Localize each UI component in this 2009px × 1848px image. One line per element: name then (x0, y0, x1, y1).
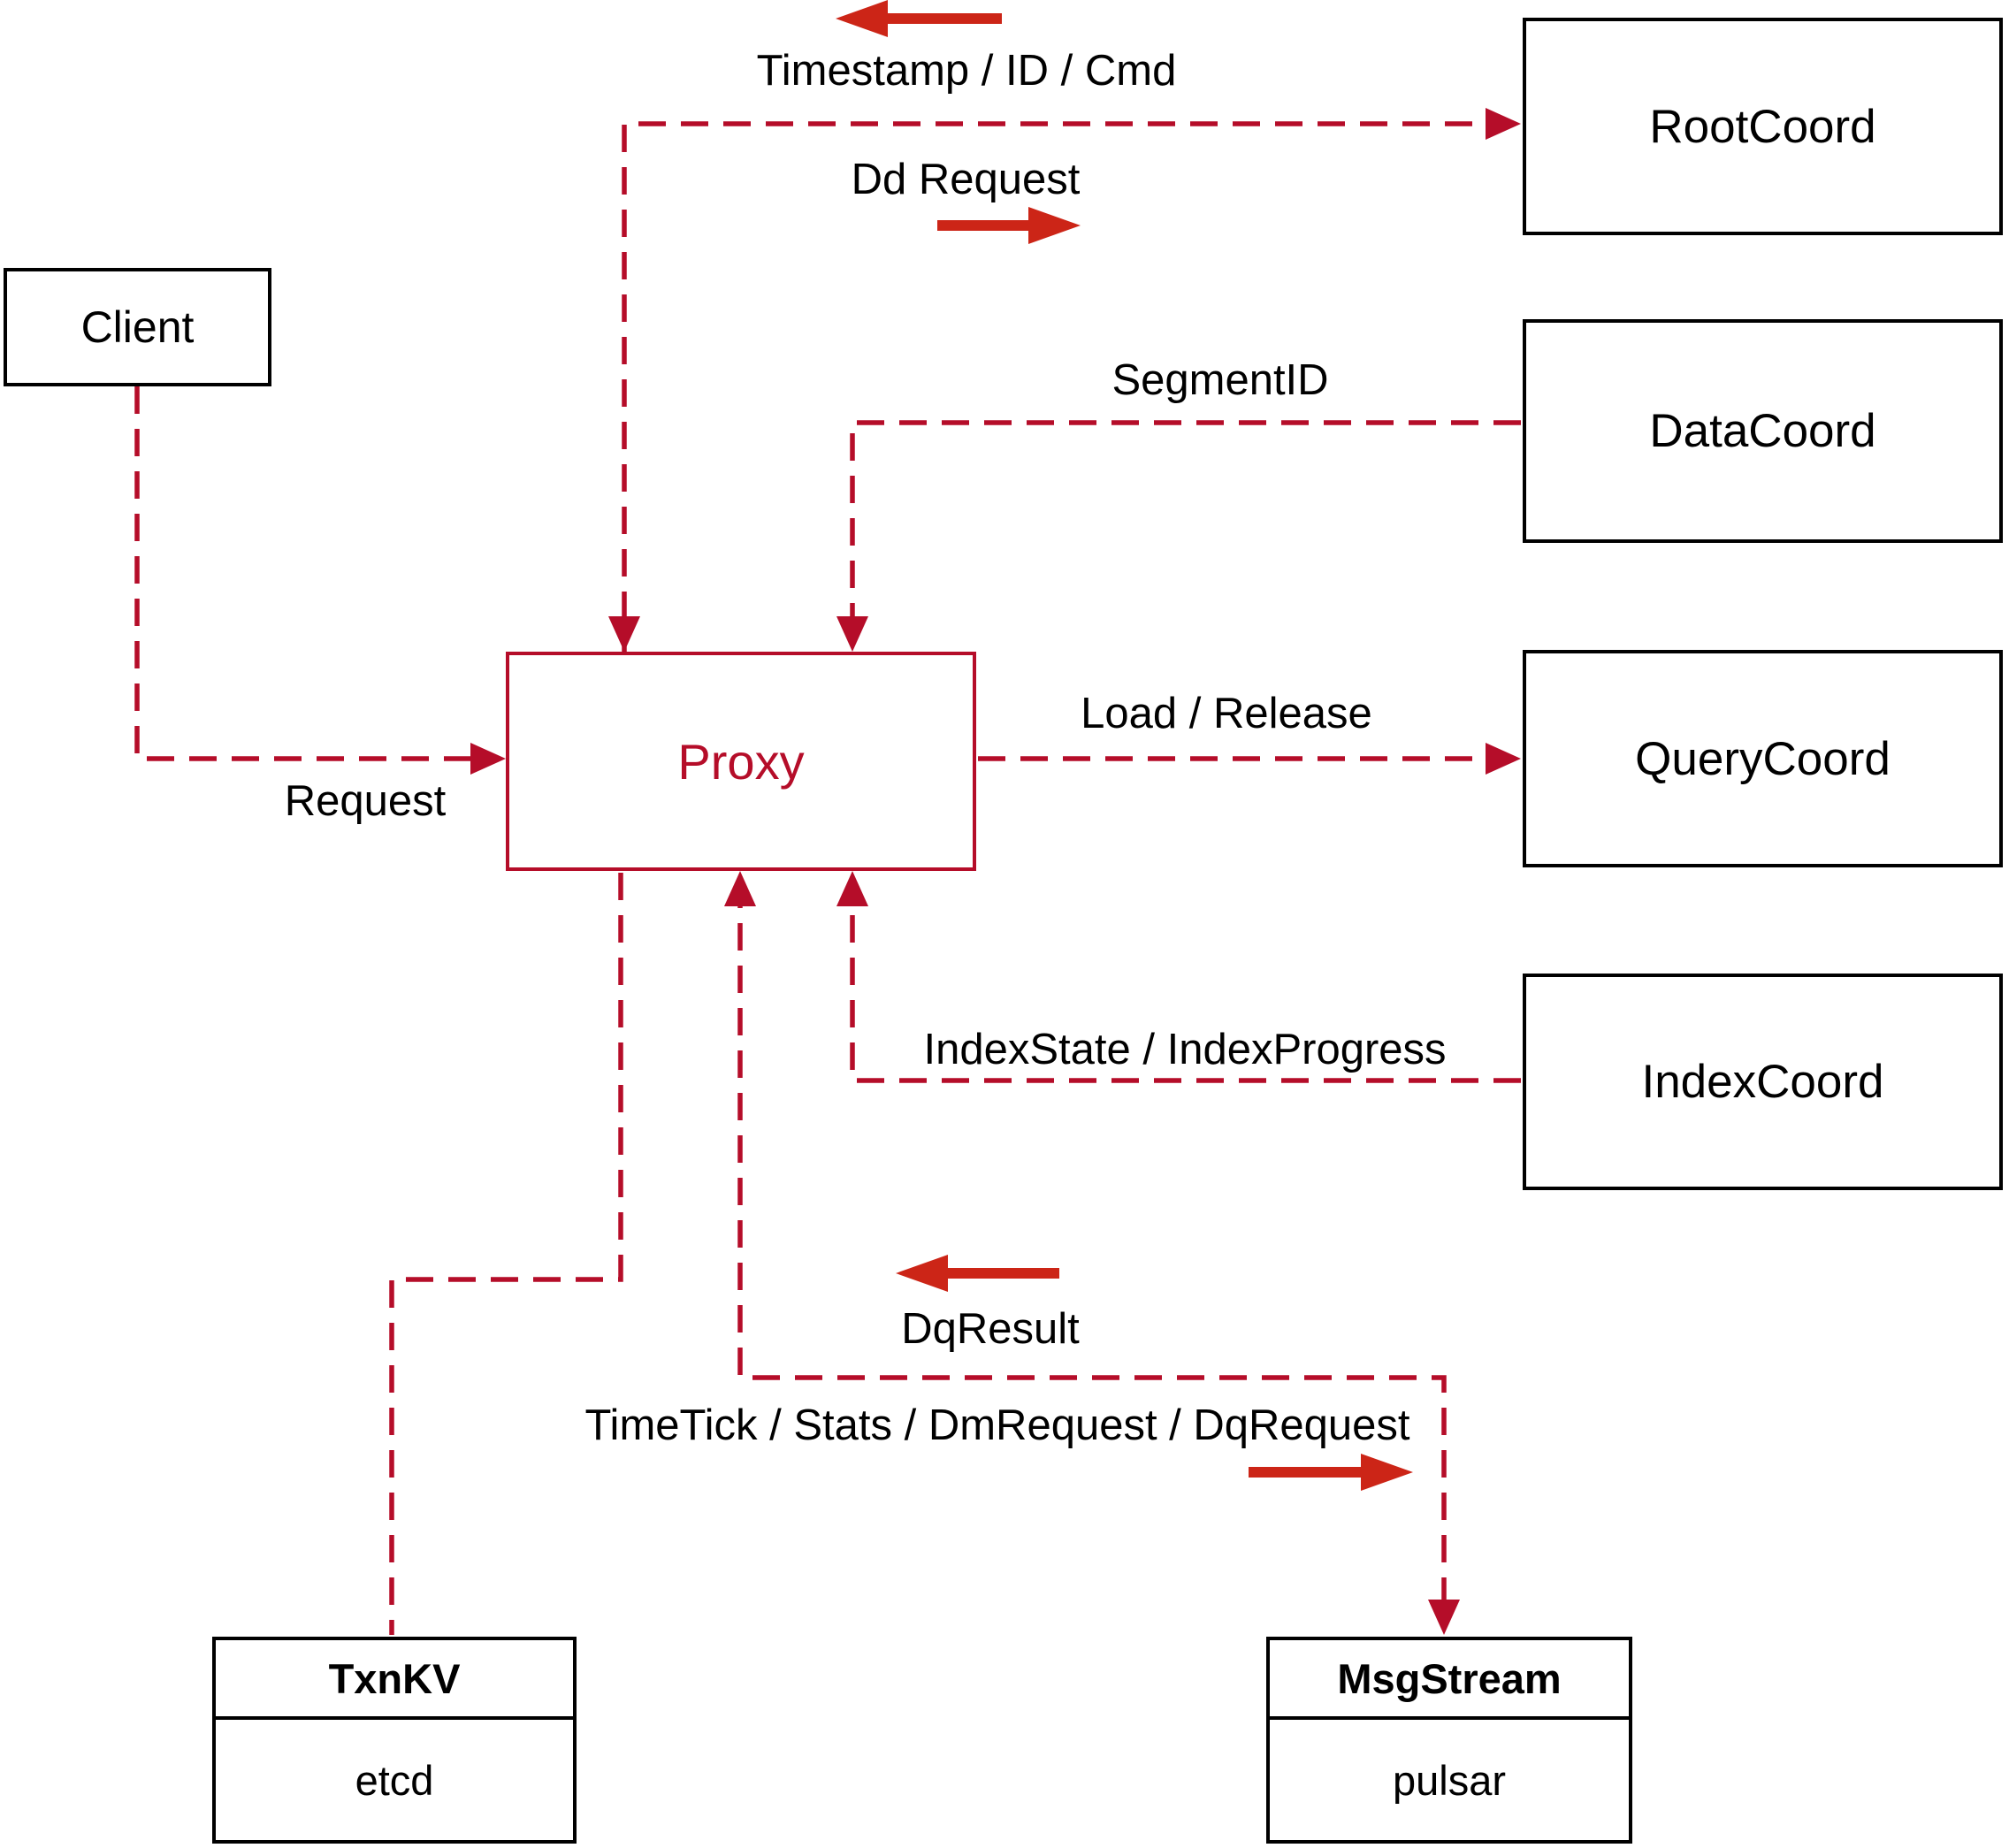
node-rootcoord: RootCoord (1523, 18, 2003, 235)
arrowhead-into-rootcoord (1486, 108, 1521, 140)
node-rootcoord-label: RootCoord (1649, 100, 1876, 153)
direction-arrow-left-dqresult (896, 1255, 1059, 1292)
edge-proxy-msgstream (737, 881, 1447, 1625)
node-querycoord: QueryCoord (1523, 650, 2003, 867)
edge-label-dd-request: Dd Request (851, 156, 1081, 203)
node-msgstream-title: MsgStream (1270, 1640, 1629, 1720)
node-proxy-label: Proxy (677, 733, 805, 790)
node-datacoord-label: DataCoord (1649, 405, 1876, 457)
edge-label-load-release: Load / Release (1081, 690, 1372, 737)
edge-label-request: Request (284, 777, 447, 825)
edge-label-timetick-stats: TimeTick / Stats / DmRequest / DqRequest (584, 1401, 1410, 1449)
direction-arrow-right-dd-request (937, 207, 1081, 244)
direction-arrow-right-timetick (1249, 1454, 1413, 1491)
edge-label-segment-id: SegmentID (1111, 356, 1329, 404)
arrowhead-into-proxy-top-right (836, 616, 868, 652)
node-indexcoord-label: IndexCoord (1641, 1056, 1884, 1108)
node-txnkv-title: TxnKV (216, 1640, 573, 1720)
edge-datacoord-proxy (850, 420, 1521, 642)
node-datacoord: DataCoord (1523, 319, 2003, 543)
arrowhead-into-proxy-left (470, 743, 506, 775)
edge-label-timestamp-id-cmd: Timestamp / ID / Cmd (756, 47, 1177, 95)
arrowhead-into-proxy-bottom-right (836, 871, 868, 906)
node-msgstream-impl: pulsar (1392, 1756, 1506, 1804)
node-txnkv-impl: etcd (355, 1756, 434, 1804)
node-indexcoord: IndexCoord (1523, 974, 2003, 1190)
edge-indexcoord-proxy (850, 881, 1521, 1083)
arrowhead-into-querycoord (1486, 743, 1521, 775)
arrowhead-into-msgstream (1428, 1600, 1460, 1635)
edge-proxy-rootcoord (622, 121, 1510, 661)
node-proxy: Proxy (506, 652, 976, 871)
node-client: Client (4, 268, 271, 386)
node-msgstream: MsgStream pulsar (1266, 1637, 1632, 1844)
node-querycoord-label: QueryCoord (1635, 732, 1891, 785)
edge-label-dq-result: DqResult (901, 1305, 1080, 1353)
edge-proxy-txnkv (389, 873, 623, 1635)
direction-arrow-left-timestamp (836, 0, 1002, 37)
edge-label-index-state-progress: IndexState / IndexProgress (923, 1026, 1447, 1073)
node-client-label: Client (80, 302, 195, 352)
node-txnkv: TxnKV etcd (212, 1637, 577, 1844)
arrowhead-into-proxy-top-left (608, 616, 640, 652)
arrowhead-into-proxy-bottom-left (724, 871, 756, 906)
edge-client-proxy (134, 386, 495, 761)
